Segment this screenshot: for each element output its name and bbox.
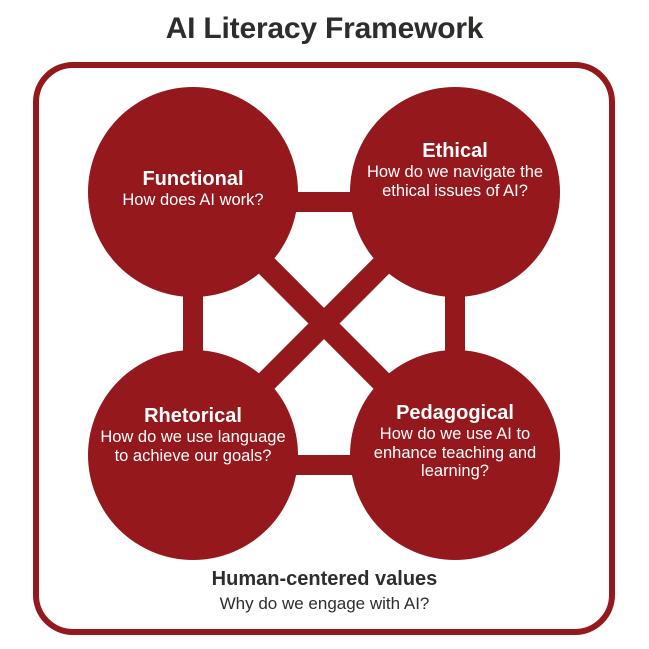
node-title-ethical: Ethical <box>422 140 488 162</box>
node-label-pedagogical: Pedagogical How do we use AI to enhance … <box>355 402 555 481</box>
node-title-pedagogical: Pedagogical <box>396 402 514 424</box>
node-title-functional: Functional <box>142 168 244 190</box>
footer-question: Why do we engage with AI? <box>219 594 430 613</box>
node-question-functional: How does AI work? <box>122 191 264 210</box>
footer-caption: Human-centered values Why do we engage w… <box>0 568 649 614</box>
node-title-rhetorical: Rhetorical <box>144 405 242 427</box>
node-label-functional: Functional How does AI work? <box>93 168 293 210</box>
node-question-pedagogical: How do we use AI to enhance teaching and… <box>373 425 537 481</box>
node-question-ethical: How do we navigate the ethical issues of… <box>366 163 544 200</box>
node-question-rhetorical: How do we use language to achieve our go… <box>100 428 286 465</box>
node-label-rhetorical: Rhetorical How do we use language to ach… <box>93 405 293 465</box>
footer-title: Human-centered values <box>211 568 438 590</box>
page-title: AI Literacy Framework <box>165 12 484 45</box>
node-label-ethical: Ethical How do we navigate the ethical i… <box>355 140 555 200</box>
framework-border <box>33 62 615 635</box>
